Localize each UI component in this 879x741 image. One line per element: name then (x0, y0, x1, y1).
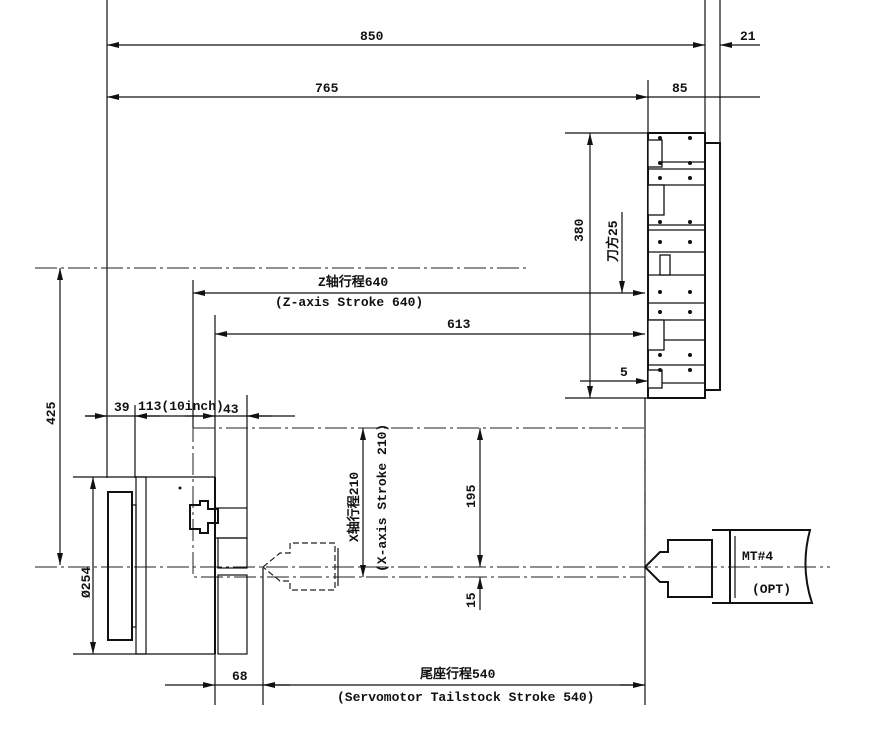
dim-5: 5 (620, 365, 628, 380)
dim-43: 43 (223, 402, 239, 417)
taper-label: MT#4 (742, 549, 773, 564)
tailstock-stroke-cn: 尾座行程540 (420, 666, 496, 682)
z-stroke-cn: Z轴行程640 (318, 274, 388, 290)
tailstock (643, 529, 814, 604)
dim-613: 613 (447, 317, 471, 332)
x-stroke-cn: X轴行程210 (346, 472, 362, 542)
dim-15: 15 (464, 592, 479, 608)
option-label: (OPT) (752, 582, 791, 597)
center-lines (35, 267, 830, 578)
x-stroke-en: (X-axis Stroke 210) (375, 424, 390, 572)
turret (647, 132, 721, 399)
dim-195: 195 (464, 484, 479, 508)
dim-68: 68 (232, 669, 248, 684)
spindle-chuck (107, 476, 248, 655)
dim-850: 850 (360, 29, 384, 44)
dim-tool-square: 刀方25 (605, 220, 621, 262)
dim-765: 765 (315, 81, 339, 96)
dim-380: 380 (572, 218, 587, 242)
tool-center-dashed (262, 542, 339, 591)
dim-chuck-size: 113(10inch) (138, 399, 224, 414)
tailstock-stroke-en: (Servomotor Tailstock Stroke 540) (337, 690, 594, 705)
dim-85: 85 (672, 81, 688, 96)
dim-chuck-diameter: Ø254 (79, 567, 94, 598)
dim-21: 21 (740, 29, 756, 44)
dim-39: 39 (114, 400, 130, 415)
dimension-lines (57, 42, 760, 688)
dim-425: 425 (44, 401, 59, 425)
extension-lines (106, 0, 721, 705)
z-stroke-en: (Z-axis Stroke 640) (275, 295, 423, 310)
